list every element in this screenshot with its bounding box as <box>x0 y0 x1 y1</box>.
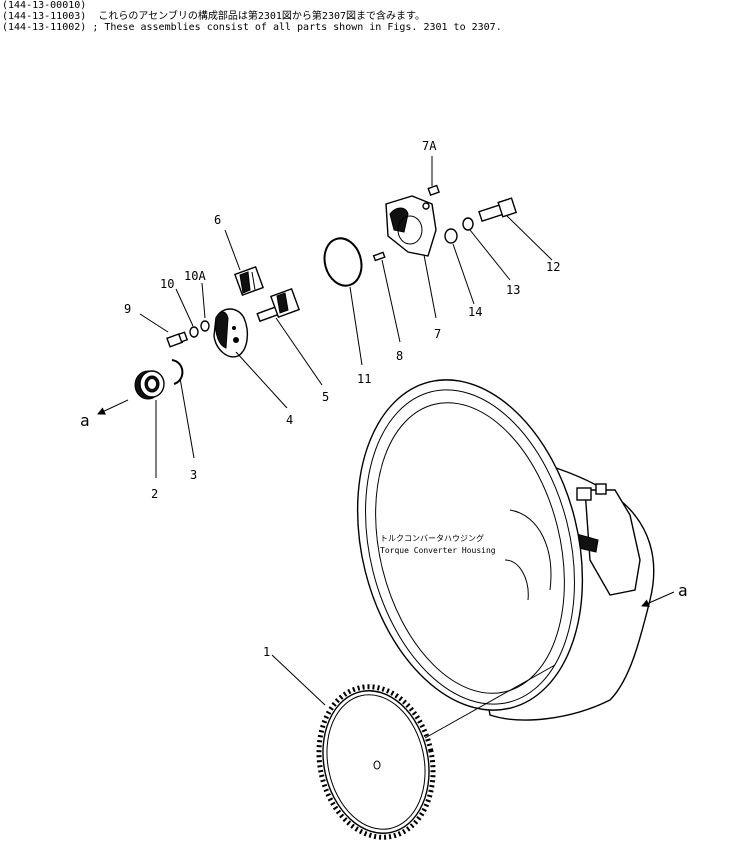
callout-labels: 1 2 3 4 5 6 7 7A 8 9 10 10A 11 12 13 14 … <box>80 139 688 659</box>
washer-14 <box>444 228 458 244</box>
pump-cover <box>385 195 437 257</box>
callout-2: 2 <box>151 487 158 501</box>
drive-gear-shaft <box>256 288 300 323</box>
callout-1: 1 <box>263 645 270 659</box>
header-code-3: (144-13-11002) <box>2 22 87 33</box>
housing-label-en: Torque Converter Housing <box>380 546 496 555</box>
torque-converter-housing: トルクコンバータハウジング Torque Converter Housing <box>356 379 655 721</box>
callout-13: 13 <box>506 283 520 297</box>
pump-body <box>213 308 249 358</box>
header-line-2: (144-13-11003) これらのアセンブリの構成部品は第2301図から第2… <box>2 11 425 22</box>
housing-label-jp: トルクコンバータハウジング <box>380 533 484 543</box>
header-code-2: (144-13-11003) <box>2 11 87 22</box>
callout-10: 10 <box>160 277 174 291</box>
washer-10 <box>189 326 199 338</box>
header-note-en: ; These assemblies consist of all parts … <box>92 22 502 33</box>
callout-7a: 7A <box>422 139 437 153</box>
snap-ring <box>171 359 184 385</box>
callout-4: 4 <box>286 413 293 427</box>
arrow-a-left <box>97 399 129 415</box>
pump-gear <box>234 266 264 296</box>
bolt-9 <box>166 331 189 348</box>
callout-10a: 10A <box>184 269 206 283</box>
header-note-jp: これらのアセンブリの構成部品は第2301図から第2307図まで含みます。 <box>98 11 426 22</box>
arrow-a-right <box>641 591 675 607</box>
arrow-label-right: a <box>678 581 688 600</box>
header-line-3: (144-13-11002) ; These assemblies consis… <box>2 22 502 33</box>
plug-7a <box>427 184 440 197</box>
arrow-label-left: a <box>80 411 90 430</box>
callout-14: 14 <box>468 305 482 319</box>
bearing <box>134 370 165 400</box>
callout-9: 9 <box>124 302 131 316</box>
dowel-pin <box>372 251 386 262</box>
callout-8: 8 <box>396 349 403 363</box>
bolt-12 <box>478 197 518 223</box>
washer-10a <box>200 320 210 332</box>
lock-washer-13 <box>462 217 474 231</box>
ring-gear <box>316 684 436 840</box>
callout-5: 5 <box>322 390 329 404</box>
callout-6: 6 <box>214 213 221 227</box>
callout-11: 11 <box>357 372 371 386</box>
callout-7: 7 <box>434 327 441 341</box>
ring-gear-lead-line <box>424 664 556 739</box>
callout-3: 3 <box>190 468 197 482</box>
o-ring <box>323 237 363 287</box>
leader-lines <box>139 156 553 706</box>
callout-12: 12 <box>546 260 560 274</box>
header-code-1: (144-13-00010) <box>2 0 87 11</box>
